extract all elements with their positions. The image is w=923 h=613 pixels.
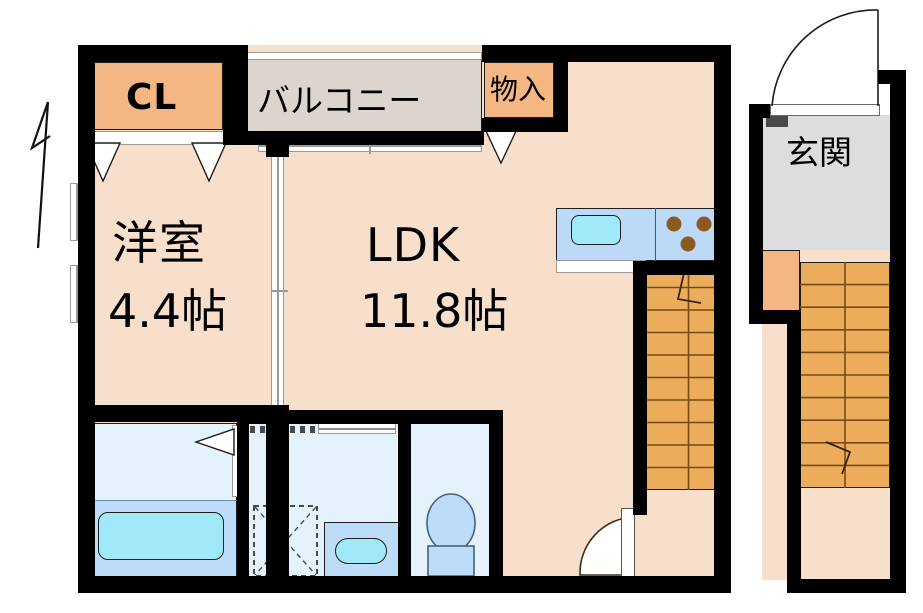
- western-room-door-rail: [277, 152, 279, 411]
- wall-storage-bottom: [482, 118, 568, 132]
- vanity-basin: [335, 538, 387, 564]
- entrance-door-swing-indicator: [766, 9, 886, 108]
- stairs-down-treads: [800, 262, 890, 488]
- balcony-area: [247, 58, 482, 144]
- bathroom-door-swing-indicator: [193, 427, 236, 457]
- entrance-door-leaf[interactable]: [770, 104, 880, 116]
- balcony-label: バルコニー: [257, 81, 422, 120]
- storage-monoire-label: 物入: [490, 73, 547, 106]
- storage-swing-indicator: [483, 128, 554, 165]
- entrance-label: 玄関: [786, 133, 852, 172]
- wall-western-room-bath: [78, 405, 278, 422]
- western-room-size-label: 4.4帖: [108, 284, 228, 338]
- gas-stove-icon: [660, 210, 720, 260]
- washroom-door-rail: [318, 428, 396, 430]
- balcony-door-center-stile: [369, 138, 371, 154]
- wall-main-top-right: [482, 45, 731, 62]
- closet-cl-label: CL: [126, 77, 178, 118]
- wall-right-block-right: [890, 70, 906, 593]
- wall-right-block-left-lower: [749, 250, 763, 322]
- western-room-door-handle-mark: [271, 290, 288, 292]
- ldk-name-label: LDK: [366, 218, 461, 272]
- wall-right-block-top-right-return: [878, 70, 906, 84]
- wall-stair-top: [633, 261, 731, 275]
- wall-bath-washroom: [237, 418, 249, 583]
- western-room-window-lower-mullion: [76, 265, 78, 323]
- wall-western-room-ldk-lower: [266, 405, 289, 576]
- wall-right-block-bottom: [787, 579, 906, 593]
- north-arrow-icon: [14, 60, 74, 250]
- closet-cl-swing-indicator: [78, 142, 234, 183]
- ldk-door-leaf[interactable]: [621, 508, 635, 578]
- wall-main-left: [78, 45, 95, 593]
- wall-below-balcony: [235, 131, 484, 145]
- kitchen-sink: [571, 215, 621, 245]
- wall-washroom-top: [249, 410, 401, 424]
- ldk-size-label: 11.8帖: [360, 284, 509, 338]
- western-room-name-label: 洋室: [112, 216, 206, 270]
- wall-closet-cl-right: [223, 45, 236, 145]
- wall-stair-left: [633, 261, 647, 493]
- entrance-floor: [762, 115, 890, 250]
- wall-balcony-parapet-left: [235, 45, 248, 145]
- wall-closet-cl-bottom: [78, 130, 95, 182]
- toilet-fixture: [420, 490, 482, 578]
- kitchen-counter-divider: [655, 208, 657, 261]
- wall-ldk-door-head: [633, 493, 647, 515]
- bathtub: [98, 512, 224, 560]
- wall-washroom-toilet: [398, 410, 411, 583]
- wall-toilet-top: [411, 410, 503, 424]
- wall-right-block-left-upper: [749, 104, 763, 254]
- closet-cl-area: [93, 62, 223, 130]
- wall-western-room-ldk-upper: [266, 131, 289, 157]
- storage-monoire-area: [484, 62, 554, 118]
- balcony-outer-rail: [247, 52, 482, 60]
- wall-right-block-stair-left: [787, 310, 801, 593]
- washroom-door-track: [250, 426, 340, 433]
- wall-main-right: [714, 45, 731, 593]
- wall-storage-right-return: [554, 45, 568, 132]
- western-room-window-upper-mullion: [76, 183, 78, 241]
- wall-toilet-right: [489, 410, 503, 583]
- wall-main-top-left: [78, 45, 248, 62]
